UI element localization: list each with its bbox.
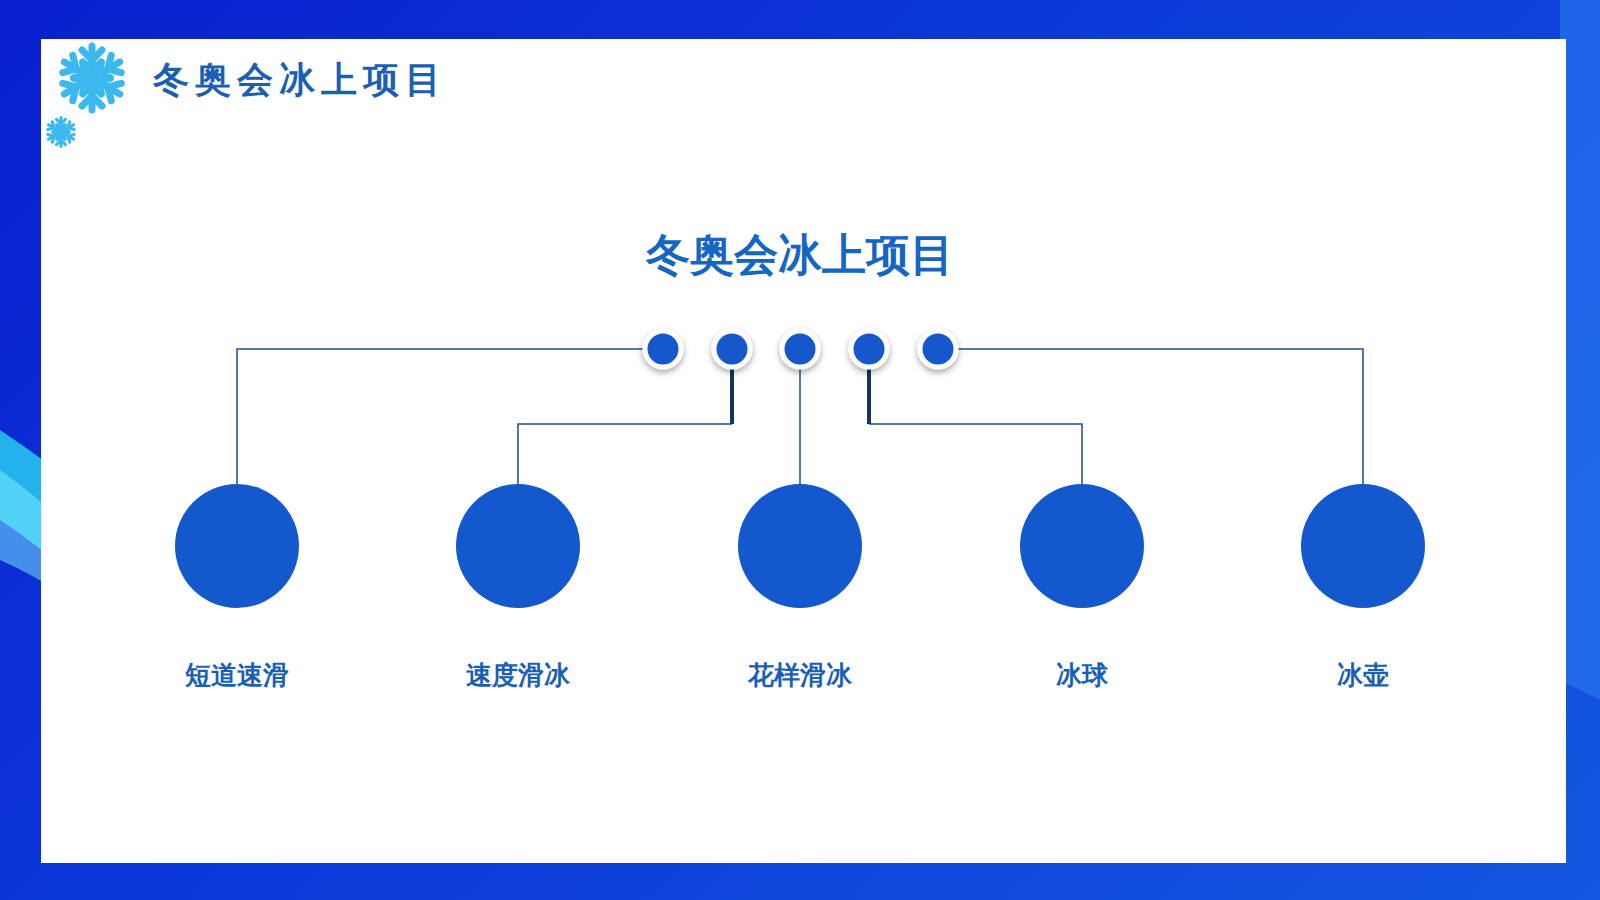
item-label: 冰壶: [1243, 658, 1483, 693]
item-circle: [175, 484, 299, 608]
item-node: 冰壶: [1243, 484, 1483, 693]
item-node: 冰球: [962, 484, 1202, 693]
item-label: 花样滑冰: [680, 658, 920, 693]
item-circle: [738, 484, 862, 608]
snowflake-icon: [46, 118, 75, 147]
diagram-title: 冬奥会冰上项目: [0, 226, 1600, 285]
item-label: 短道速滑: [117, 658, 357, 693]
item-label: 冰球: [962, 658, 1202, 693]
item-circle: [1020, 484, 1144, 608]
side-band: [1560, 0, 1600, 700]
item-label: 速度滑冰: [398, 658, 638, 693]
item-circle: [456, 484, 580, 608]
small-dots: [645, 331, 956, 367]
header-text: 冬奥会冰上项目: [153, 56, 447, 105]
item-circle: [1301, 484, 1425, 608]
item-node: 花样滑冰: [680, 484, 920, 693]
white-panel: [41, 39, 1566, 863]
item-node: 短道速滑: [117, 484, 357, 693]
snowflake-icon: [59, 46, 124, 110]
item-node: 速度滑冰: [398, 484, 638, 693]
